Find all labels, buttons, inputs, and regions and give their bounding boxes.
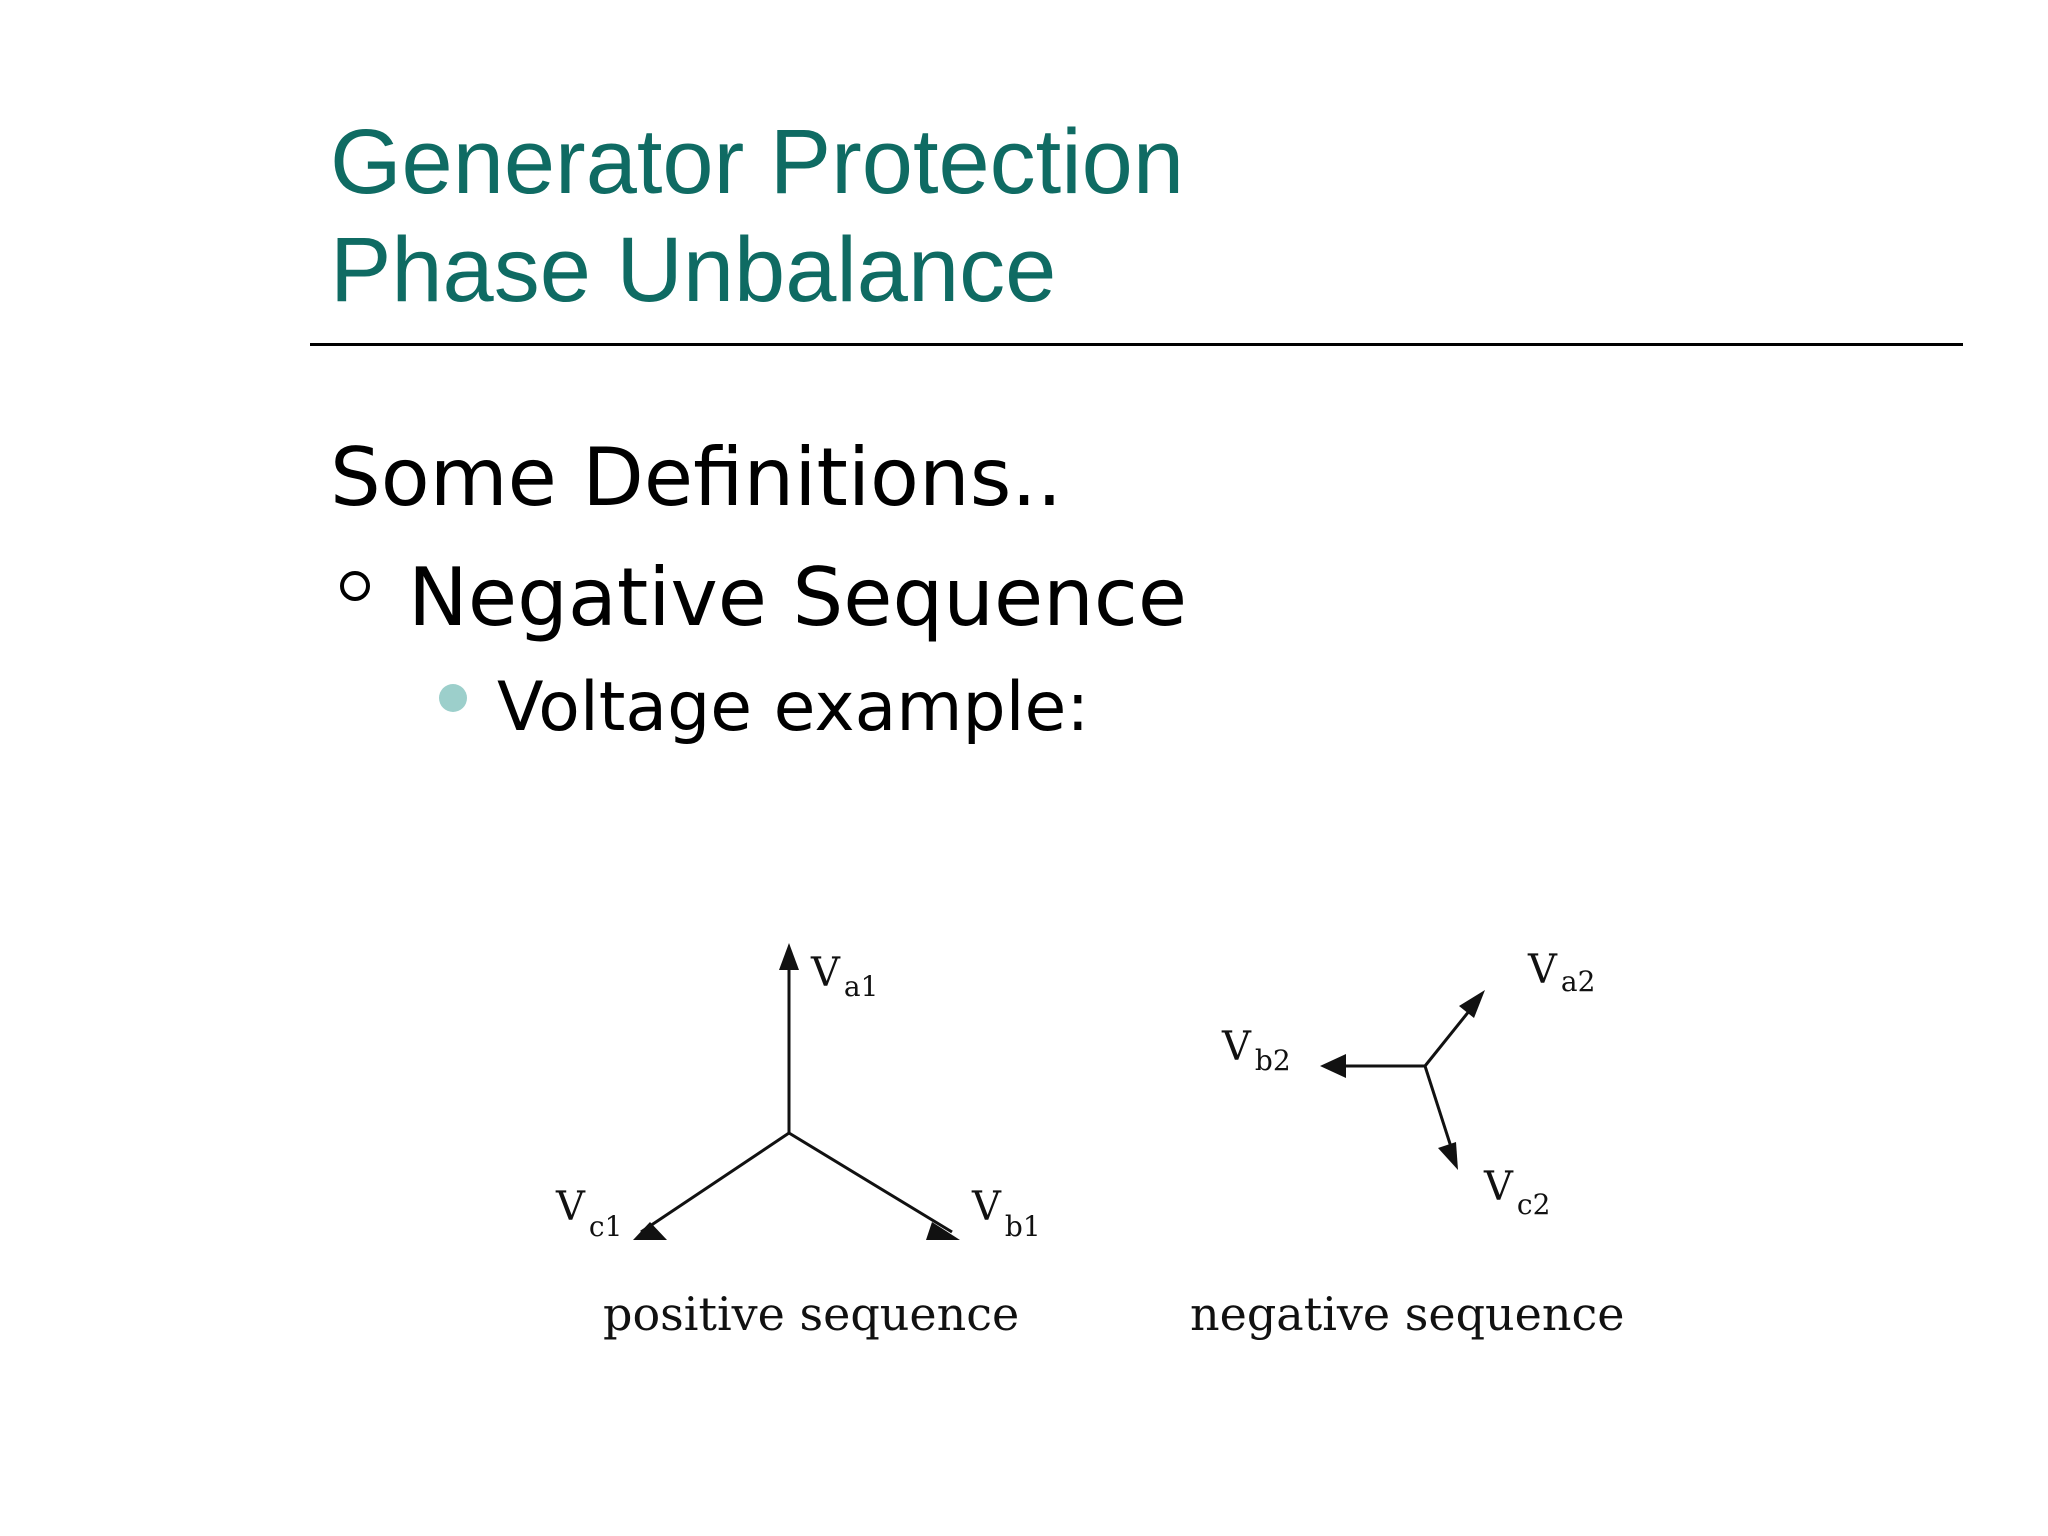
arrowhead-vc2 [1438,1142,1458,1170]
phasor-arrow-vc2 [1423,1065,1454,1151]
title-divider [310,343,1963,346]
bullet-item-negative-sequence: Negative Sequence [408,551,1188,644]
arrowhead-vc1 [633,1222,667,1240]
arrowhead-va2 [1459,990,1485,1018]
phasor-arrow-vc1 [640,1131,790,1234]
hollow-circle-bullet-icon [340,571,370,601]
bullet-item-voltage-example: Voltage example: [497,668,1090,747]
arrowhead-vb2 [1320,1054,1346,1078]
section-heading: Some Definitions.. [330,431,1063,524]
arrowhead-va1 [779,943,799,970]
caption-negative-sequence: negative sequence [1190,1287,1624,1341]
arrowhead-vb1 [926,1222,960,1240]
slide-title: Generator Protection Phase Unbalance [330,108,1184,324]
caption-positive-sequence: positive sequence [603,1287,1019,1341]
title-line-2: Phase Unbalance [330,219,1057,321]
title-line-1: Generator Protection [330,111,1185,213]
filled-circle-bullet-icon [439,684,467,712]
phasor-arrow-vb1 [788,1131,953,1234]
